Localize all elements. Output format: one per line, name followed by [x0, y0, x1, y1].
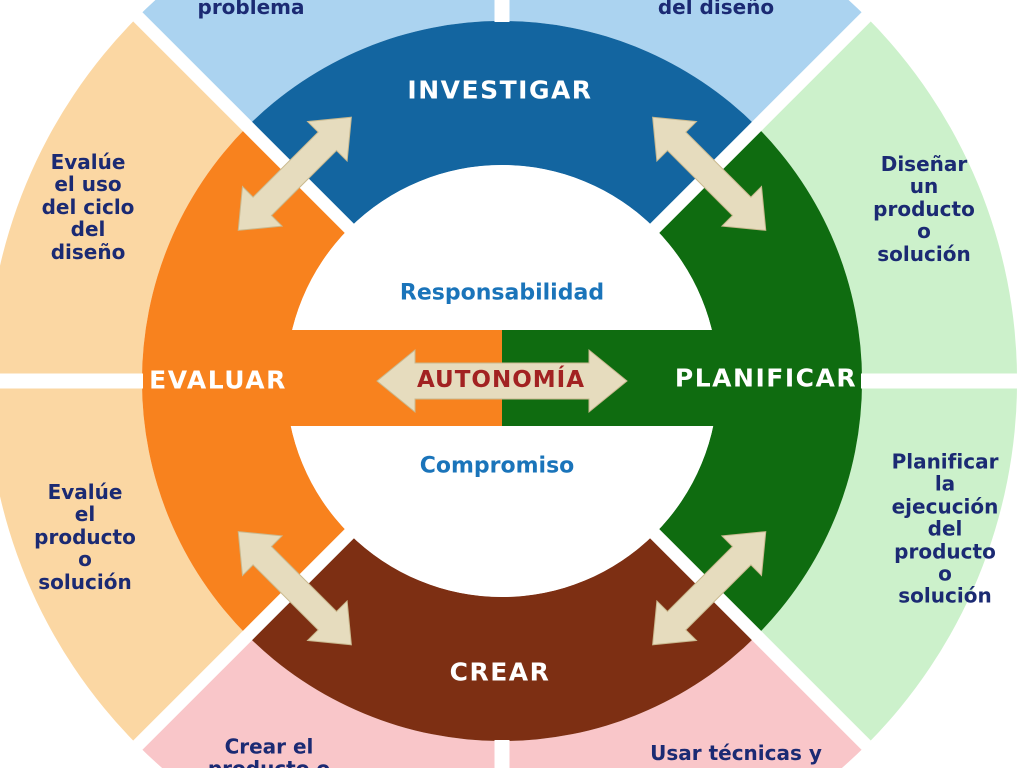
segment-crear: [247, 533, 757, 742]
divider-axis-south: [494, 740, 510, 768]
divider-axis-west: [0, 373, 143, 389]
segment-planificar: [654, 126, 863, 636]
segment-investigar: [247, 20, 757, 229]
divider-axis-east: [861, 373, 1024, 389]
outer-quadrant-investigar: [137, 0, 867, 127]
divider-axis-north: [494, 0, 510, 22]
outer-quadrant-crear: [137, 635, 867, 768]
autonomy-arrow-icon: [376, 348, 628, 414]
segment-evaluar: [141, 126, 350, 636]
